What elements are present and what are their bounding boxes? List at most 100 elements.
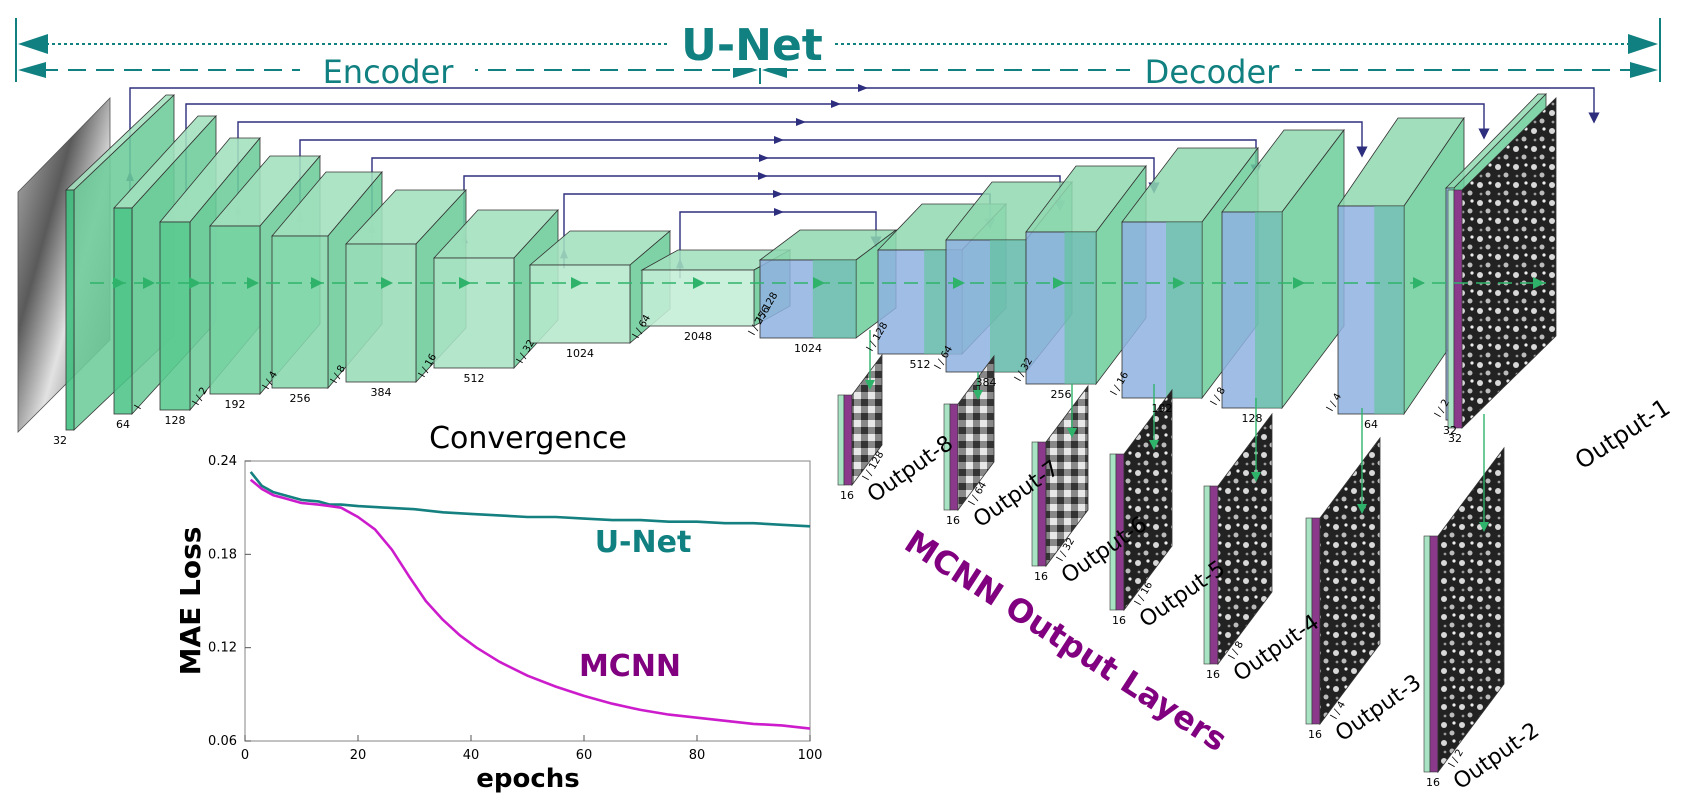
output-7-image [957, 354, 995, 512]
encoder-block-1-front [65, 189, 75, 431]
output-6-green-layer [1031, 441, 1039, 567]
skip-mid-arrow-2 [831, 100, 841, 108]
skip-mid-arrow-5 [759, 154, 769, 162]
output-2-green-layer [1423, 535, 1431, 773]
output-8-channels: 16 [840, 489, 854, 502]
header-arrows [15, 18, 1661, 86]
chart-series [249, 471, 811, 730]
encoder-channel-8: 1024 [566, 347, 594, 360]
decoder-channel-4: 256 [1051, 388, 1072, 401]
decoder-block-4-concat [1064, 232, 1096, 384]
decoder-block-5-concat [1166, 222, 1202, 398]
encoder-block-5-front [271, 235, 329, 389]
decoder-label: Decoder [1145, 53, 1281, 91]
output-1-block [1447, 97, 1557, 429]
decoder-block-7-concat [1374, 206, 1404, 414]
feature-blocks [17, 93, 1557, 433]
flow-arrow-1 [113, 277, 125, 289]
encoder-block-6-front [345, 243, 417, 383]
output-6-image [1045, 384, 1089, 568]
encoder-block-3-front [159, 221, 191, 411]
output-panel-2 [1423, 414, 1505, 774]
flow-arrow-13 [1173, 277, 1185, 289]
flow-arrows [90, 277, 1546, 289]
x-tick-label-1: 20 [350, 748, 367, 763]
decoder-channel-2: 512 [910, 358, 931, 371]
output-8-purple-layer [843, 394, 853, 486]
encoder-block-7-front [433, 257, 515, 369]
encoder-block-2-front [113, 207, 133, 415]
output-panel-5 [1109, 384, 1173, 612]
output-panel-3 [1305, 408, 1381, 726]
encoder-block-9-front [641, 269, 755, 327]
output-2-image [1437, 446, 1505, 774]
decoder-channel-6: 128 [1242, 412, 1263, 425]
output-3-channels: 16 [1308, 728, 1322, 741]
output-2-purple-layer [1429, 535, 1439, 773]
flow-arrow-7 [459, 277, 471, 289]
output-3-image [1319, 436, 1381, 726]
x-tick-label-3: 60 [576, 748, 593, 763]
encoder-channel-7: 512 [464, 372, 485, 385]
output-2-arrowhead [1479, 522, 1489, 532]
flow-arrow-3 [189, 277, 201, 289]
skip-mid-arrow-6 [758, 172, 768, 180]
decoder-channel-3: 384 [976, 376, 997, 389]
output-4-channels: 16 [1206, 668, 1220, 681]
output-8-arrowhead [865, 380, 875, 390]
x-tick-label-5: 100 [798, 748, 823, 763]
encoder-block-4-front [209, 225, 261, 395]
output-panel-4 [1203, 398, 1273, 666]
output-5-channels: 16 [1112, 614, 1126, 627]
skip-mid-arrow-4 [774, 136, 784, 144]
flow-arrow-2 [143, 277, 155, 289]
encoder-channel-9: 2048 [684, 330, 712, 343]
output-1-green-layer [1447, 189, 1455, 429]
decoder-channel-1: 1024 [794, 342, 822, 355]
series-line-mcnn [249, 478, 811, 730]
encoder-channel-5: 256 [290, 392, 311, 405]
output-panel-7 [943, 354, 995, 512]
output-3-arrowhead [1357, 504, 1367, 514]
decoder-channel-5: 192 [1152, 402, 1173, 415]
output-6-arrowhead [1067, 428, 1077, 438]
output-7-channels: 16 [946, 514, 960, 527]
output-1-purple-layer [1453, 189, 1463, 429]
output-5-image [1123, 388, 1173, 612]
unet-series-label: U-Net [595, 525, 692, 560]
output-6-channels: 16 [1034, 570, 1048, 583]
output-7-arrowhead [973, 390, 983, 400]
output-1-image [1461, 97, 1557, 429]
skip-mid-arrow-1 [858, 84, 868, 92]
decoder-block-1-concat [812, 260, 856, 338]
flow-arrow-16 [1533, 277, 1545, 289]
encoder-label: Encoder [323, 53, 455, 91]
flow-arrow-9 [693, 277, 705, 289]
plot-frame [244, 460, 811, 742]
output-7-purple-layer [949, 403, 959, 511]
flow-arrow-12 [1053, 277, 1065, 289]
encoder-scale-1: l [133, 404, 144, 412]
encoder-channel-6: 384 [371, 386, 392, 399]
y-tick-label-0: 0.06 [208, 734, 237, 749]
y-tick-label-3: 0.24 [208, 454, 237, 469]
flow-arrow-8 [571, 277, 583, 289]
output-4-image [1217, 412, 1273, 666]
flow-arrow-10 [813, 277, 825, 289]
x-axis-label: epochs [476, 764, 580, 794]
output-8-image [851, 353, 883, 487]
decoder-block-6-concat [1255, 212, 1282, 408]
output-panel-6 [1031, 384, 1089, 568]
output-layers [837, 330, 1505, 774]
encoder-channel-2: 64 [116, 418, 130, 431]
x-tick-label-0: 0 [241, 748, 249, 763]
encoder-channel-4: 192 [225, 398, 246, 411]
x-tick-label-4: 80 [689, 748, 706, 763]
skip-mid-arrow-3 [796, 118, 806, 126]
flow-arrow-6 [381, 277, 393, 289]
mcnn-series-label: MCNN [579, 649, 681, 684]
decoder-channel-7: 64 [1364, 418, 1378, 431]
